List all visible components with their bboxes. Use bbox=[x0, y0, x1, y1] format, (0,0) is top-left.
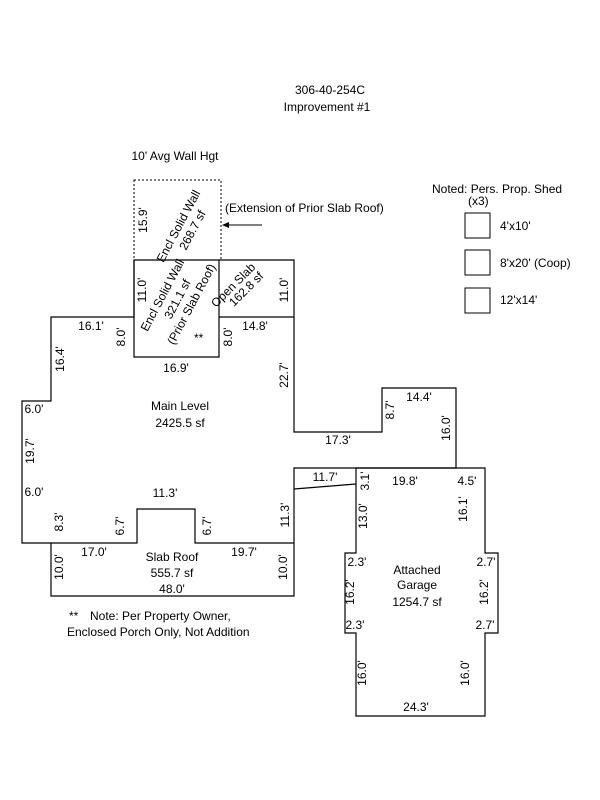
dim-16-2a: 16.2' bbox=[343, 579, 357, 605]
dim-13-0: 13.0' bbox=[356, 503, 370, 529]
dim-16-1: 16.1' bbox=[78, 319, 104, 333]
dim-19-7h: 19.7' bbox=[231, 545, 257, 559]
dim-2-7b: 2.7' bbox=[476, 618, 495, 632]
dim-17-0: 17.0' bbox=[81, 545, 107, 559]
dim-6-7b: 6.7' bbox=[200, 517, 214, 536]
dim-11-7: 11.7' bbox=[313, 470, 338, 484]
legend-count: (x3) bbox=[468, 194, 489, 208]
dim-3-1: 3.1' bbox=[358, 472, 372, 491]
main-level-area: 2425.5 sf bbox=[155, 416, 205, 430]
encl-wall-extension-outline bbox=[133, 179, 222, 261]
dim-open-11-0: 11.0' bbox=[277, 278, 291, 303]
extension-arrow-head bbox=[222, 222, 229, 228]
dim-16-0b: 16.0' bbox=[355, 660, 369, 686]
dim-11-3-top: 11.3' bbox=[153, 486, 178, 500]
dim-10-0b: 10.0' bbox=[276, 554, 290, 580]
dim-prior-11-0: 11.0' bbox=[135, 278, 149, 303]
shed-box-2 bbox=[464, 249, 491, 276]
dim-2-7a: 2.7' bbox=[477, 555, 496, 569]
footnote-line2: Enclosed Porch Only, Not Addition bbox=[67, 625, 250, 639]
slab-roof-area: 555.7 sf bbox=[151, 566, 194, 580]
prior-slab-outline bbox=[133, 260, 220, 358]
shed-box-1 bbox=[464, 212, 491, 239]
slab-roof-top-edge bbox=[51, 508, 294, 544]
garage-label-1: Attached bbox=[393, 563, 440, 577]
improvement-label: Improvement #1 bbox=[284, 100, 371, 114]
dim-16-0a: 16.0' bbox=[439, 415, 453, 441]
slab-roof-label: Slab Roof bbox=[146, 550, 199, 564]
shed-size-1: 4'x10' bbox=[500, 219, 531, 233]
shed-box-3 bbox=[464, 287, 491, 314]
dim-6-7a: 6.7' bbox=[113, 517, 127, 536]
dim-48-0: 48.0' bbox=[159, 582, 185, 596]
shed-size-2: 8'x20' (Coop) bbox=[500, 256, 571, 270]
dim-8-0a: 8.0' bbox=[114, 328, 128, 347]
dim-4-5: 4.5' bbox=[458, 474, 477, 488]
dim-19-7v: 19.7' bbox=[23, 438, 37, 464]
garage-connector bbox=[293, 483, 357, 490]
dim-ext-15-9: 15.9' bbox=[136, 207, 150, 233]
dim-8-3: 8.3' bbox=[52, 513, 66, 532]
dim-19-8: 19.8' bbox=[392, 474, 418, 488]
extension-note: (Extension of Prior Slab Roof) bbox=[225, 201, 384, 215]
dim-24-3: 24.3' bbox=[403, 700, 429, 714]
footnote-mark: ** bbox=[69, 609, 79, 623]
main-level-label: Main Level bbox=[151, 399, 209, 413]
dim-16-9: 16.9' bbox=[163, 361, 189, 375]
footnote-line1: Note: Per Property Owner, bbox=[90, 609, 231, 623]
dim-22-7: 22.7' bbox=[277, 362, 291, 388]
dim-2-3b: 2.3' bbox=[346, 618, 365, 632]
main-level-outline bbox=[21, 259, 457, 597]
dim-10-0a: 10.0' bbox=[52, 554, 66, 580]
dim-16-2b: 16.2' bbox=[477, 579, 491, 605]
dim-2-3a: 2.3' bbox=[348, 555, 367, 569]
shed-size-3: 12'x14' bbox=[500, 293, 537, 307]
dim-16-1g: 16.1' bbox=[456, 496, 470, 522]
dim-17-3: 17.3' bbox=[325, 433, 351, 447]
dim-14-8: 14.8' bbox=[242, 319, 268, 333]
parcel-id: 306-40-254C bbox=[295, 83, 365, 97]
garage-outline bbox=[344, 467, 499, 717]
dim-11-3: 11.3' bbox=[278, 503, 292, 528]
dim-16-0c: 16.0' bbox=[458, 660, 472, 686]
dim-14-4: 14.4' bbox=[406, 390, 432, 404]
wall-height-label: 10' Avg Wall Hgt bbox=[132, 149, 220, 163]
dim-8-7: 8.7' bbox=[383, 401, 397, 420]
garage-label-2: Garage bbox=[397, 578, 437, 592]
dim-16-4: 16.4' bbox=[53, 346, 67, 372]
prior-area-mark: ** bbox=[194, 331, 204, 345]
dim-8-0b: 8.0' bbox=[221, 328, 235, 347]
legend-title: Noted: Pers. Prop. Shed bbox=[432, 182, 562, 196]
dim-6-0a: 6.0' bbox=[25, 402, 44, 416]
garage-area: 1254.7 sf bbox=[392, 595, 442, 609]
dim-6-0b: 6.0' bbox=[25, 485, 44, 499]
